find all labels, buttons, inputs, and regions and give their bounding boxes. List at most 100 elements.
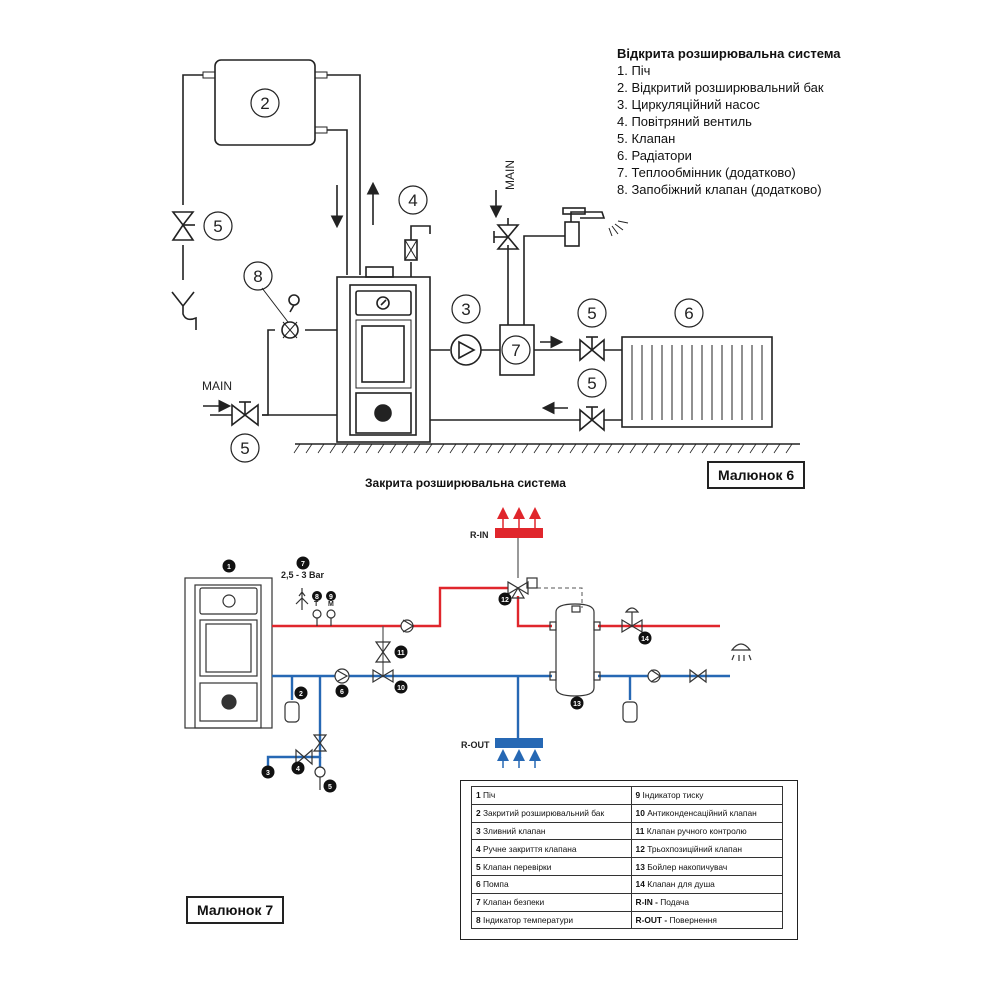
callout-5-supply: 5 xyxy=(587,304,596,323)
legend-text: Ручне закриття клапана xyxy=(483,843,577,854)
legend-number: 10 xyxy=(635,808,645,819)
callout-5-main: 5 xyxy=(240,439,249,458)
legend-fig6-item: 6. Радіатори xyxy=(617,148,692,163)
legend-cell-left: 3 Зливний клапан xyxy=(471,821,632,841)
legend-number: 14 xyxy=(635,879,645,890)
legend-text: Клапан ручного контролю xyxy=(646,825,747,836)
legend-text: Зливний клапан xyxy=(483,825,546,836)
marker-9: 9 xyxy=(329,594,333,601)
legend-cell-left: 7 Клапан безпеки xyxy=(471,892,632,912)
legend-number: 1 xyxy=(476,790,481,801)
legend-cell-left: 1 Піч xyxy=(471,786,632,805)
legend-fig6-item: 7. Теплообмінник (додатково) xyxy=(617,165,796,180)
legend-cell-left: 4 Ручне закриття клапана xyxy=(471,839,632,859)
callout-5-left: 5 xyxy=(213,217,222,236)
marker-14: 14 xyxy=(641,636,649,643)
marker-2: 2 xyxy=(299,691,303,698)
legend-cell-right: R-OUT - Повернення xyxy=(630,910,784,930)
marker-13: 13 xyxy=(573,701,581,708)
pressure-label: 2,5 - 3 Bar xyxy=(281,570,325,580)
legend-number: 8 xyxy=(476,914,481,925)
legend-cell-left: 6 Помпа xyxy=(471,874,632,894)
air-vent xyxy=(404,225,431,277)
furnace xyxy=(336,266,431,443)
legend-cell-left: 2 Закритий розширювальний бак xyxy=(471,803,632,823)
callouts-fig6 xyxy=(203,88,704,463)
legend-number: 2 xyxy=(476,808,481,819)
legend-number: 3 xyxy=(476,825,481,836)
legend-cell-left: 8 Індикатор температури xyxy=(471,910,632,930)
figure7-title: Закрита розширювальна система xyxy=(365,476,566,490)
marker-7: 7 xyxy=(301,561,305,568)
open-expansion-tank xyxy=(214,59,316,146)
main-label-left: MAIN xyxy=(202,379,232,393)
legend-number: 5 xyxy=(476,861,481,872)
marker-6: 6 xyxy=(340,689,344,696)
legend-fig6-item: 3. Циркуляційний насос xyxy=(617,97,760,112)
gauge-label-t: T xyxy=(314,601,319,608)
legend-text: Індикатор температури xyxy=(483,914,574,925)
figure6-schematic xyxy=(171,59,800,463)
legend-number: 7 xyxy=(476,897,481,908)
tank-pipes xyxy=(182,74,361,280)
valve-main-inlet xyxy=(231,401,259,427)
legend-number: 4 xyxy=(476,843,481,854)
legend-text: Клапан перевірки xyxy=(483,861,552,872)
legend-text: Бойлер накопичувач xyxy=(647,861,728,872)
callout-8: 8 xyxy=(253,267,262,286)
legend-text: Антиконденсаційний клапан xyxy=(647,808,757,819)
legend-fig6-item: 5. Клапан xyxy=(617,131,676,146)
valve-radiator-return xyxy=(579,406,605,432)
ground-line xyxy=(293,443,800,454)
legend-fig6-title: Відкрита розширювальна система xyxy=(617,46,841,61)
figure7-schematic xyxy=(184,507,752,793)
legend-number: 9 xyxy=(635,790,641,801)
safety-valve-branch xyxy=(262,294,337,416)
drain-funnel xyxy=(171,291,197,330)
legend-cell-right: 11 Клапан ручного контролю xyxy=(630,821,784,841)
callout-5-return: 5 xyxy=(587,374,596,393)
valve-radiator-supply xyxy=(579,336,605,362)
legend-number: R-OUT - xyxy=(635,914,668,925)
markers-fig7 xyxy=(222,556,652,793)
legend-fig6-item: 8. Запобіжний клапан (додатково) xyxy=(617,182,822,197)
r-in-bar xyxy=(495,528,543,538)
legend-cell-left: 5 Клапан перевірки xyxy=(471,857,632,876)
legend-cell-right: 10 Антиконденсаційний клапан xyxy=(630,803,784,823)
valve-main-top xyxy=(493,224,520,250)
valve-left-vertical xyxy=(171,211,195,241)
marker-1: 1 xyxy=(227,564,231,571)
legend-text: Трьохпозиційний клапан xyxy=(647,843,742,854)
marker-10: 10 xyxy=(397,685,405,692)
marker-labels-fig7: 1 7 8 9 2 3 4 5 6 10 11 12 13 14 xyxy=(227,561,649,791)
marker-11: 11 xyxy=(397,650,405,657)
callout-4: 4 xyxy=(408,191,417,210)
legend-cell-right: 12 Трьохпозиційний клапан xyxy=(630,839,784,859)
marker-3: 3 xyxy=(266,770,270,777)
caption-fig6: Малюнок 6 xyxy=(707,461,806,489)
legend-text: Помпа xyxy=(483,879,509,890)
legend-cell-right: R-IN - Подача xyxy=(630,892,784,912)
circulation-pump xyxy=(450,334,482,366)
legend-number: 13 xyxy=(635,861,645,872)
legend-cell-right: 13 Бойлер накопичувач xyxy=(630,857,784,876)
legend-text: Подача xyxy=(660,897,690,908)
callout-6: 6 xyxy=(684,304,693,323)
legend-text: Закритий розширювальний бак xyxy=(483,808,605,819)
gauge-label-m: M xyxy=(328,601,334,608)
callout-7: 7 xyxy=(511,341,520,360)
legend-text: Повернення xyxy=(669,914,717,925)
legend-number: 12 xyxy=(635,843,645,854)
legend-fig6-item: 1. Піч xyxy=(617,63,651,78)
legend-cell-right: 14 Клапан для душа xyxy=(630,874,784,894)
callout-3: 3 xyxy=(461,300,470,319)
marker-4: 4 xyxy=(296,766,300,773)
